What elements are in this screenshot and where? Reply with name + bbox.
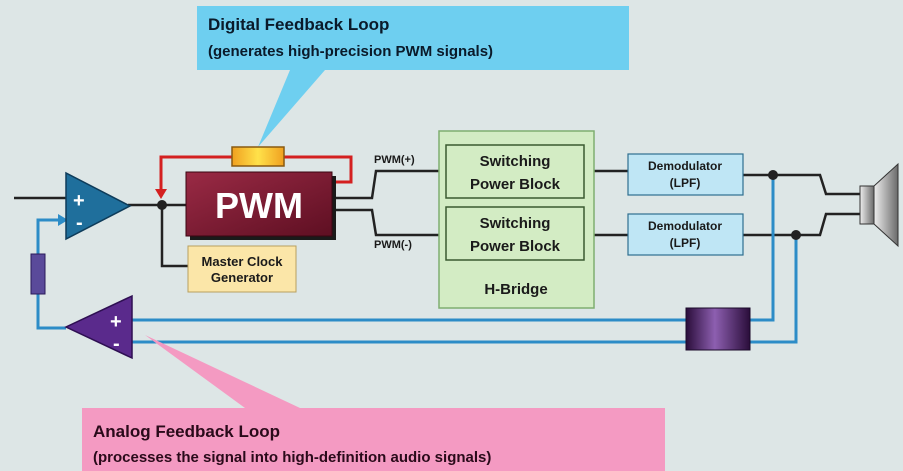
- clock-wire: [160, 205, 188, 268]
- switching-power-block-top: [445, 144, 585, 199]
- speaker-icon: [859, 162, 899, 248]
- junction-dot: [768, 170, 778, 180]
- digital-loop-wire: [159, 155, 353, 190]
- analog-callout-pointer: [145, 335, 300, 408]
- switching-bottom-line1: Switching: [480, 215, 551, 232]
- input-amplifier-triangle: [65, 171, 132, 241]
- feedback-filter-capacitor: [685, 307, 751, 351]
- speaker-cone: [873, 162, 899, 248]
- pwm-block-box: [185, 171, 333, 237]
- feedback-return-arrow: [58, 214, 68, 226]
- demodulator-bottom-line1: Demodulator: [648, 219, 722, 233]
- pwm-block-label: PWM: [215, 185, 303, 226]
- speaker-magnet: [859, 185, 875, 225]
- pwm-block: PWM: [185, 171, 336, 240]
- feedback-amplifier-triangle: [64, 294, 133, 360]
- feedback-top-wire: [130, 175, 775, 322]
- analog-callout-box: [82, 408, 665, 471]
- digital-callout-title: Digital Feedback Loop: [208, 15, 389, 34]
- demodulator-top-line2: (LPF): [670, 176, 701, 190]
- master-clock-box: [187, 245, 297, 293]
- demodulator-bottom: Demodulator (LPF): [627, 213, 744, 256]
- feedback-resistor: [30, 253, 46, 295]
- analog-callout-title: Analog Feedback Loop: [93, 422, 280, 441]
- demod-top-to-speaker-wire: [743, 173, 860, 196]
- demodulator-top-line1: Demodulator: [648, 159, 722, 173]
- digital-loop-arrow: [155, 189, 167, 199]
- demodulator-top-box: [627, 153, 744, 196]
- analog-feedback-callout: Analog Feedback Loop (processes the sign…: [82, 335, 665, 471]
- junction-dot: [157, 200, 167, 210]
- switching-top-line2: Power Block: [470, 176, 561, 193]
- digital-callout-pointer: [258, 70, 325, 147]
- master-clock-line2: Generator: [211, 270, 273, 285]
- switching-power-block-bottom: [445, 206, 585, 261]
- feedback-amplifier-minus: -: [113, 333, 120, 355]
- feedback-bottom-wire: [130, 235, 798, 344]
- digital-loop-resistor: [231, 146, 285, 167]
- junction-dot: [791, 230, 801, 240]
- input-amplifier-plus: +: [73, 190, 85, 212]
- digital-callout-subtitle: (generates high-precision PWM signals): [208, 43, 493, 60]
- switching-top-line1: Switching: [480, 153, 551, 170]
- feedback-amplifier: + -: [64, 294, 133, 360]
- input-amplifier: + -: [65, 171, 132, 241]
- analog-callout-subtitle: (processes the signal into high-definiti…: [93, 449, 491, 466]
- h-bridge-label: H-Bridge: [484, 281, 547, 298]
- feedback-amplifier-plus: +: [110, 311, 122, 333]
- h-bridge: Switching Power Block Switching Power Bl…: [438, 130, 595, 309]
- demod-bottom-to-speaker-wire: [743, 212, 860, 237]
- pwm-plus-wire: [332, 169, 446, 200]
- analog-feedback-wires: [36, 175, 798, 344]
- digital-callout-box: [197, 6, 629, 70]
- demodulator-bottom-box: [627, 213, 744, 256]
- pwm-minus-label: PWM(-): [374, 239, 412, 251]
- junctions: [157, 170, 801, 240]
- pwm-minus-wire: [332, 208, 446, 237]
- switching-bottom-line2: Power Block: [470, 238, 561, 255]
- demodulator-bottom-line2: (LPF): [670, 236, 701, 250]
- demodulator-top: Demodulator (LPF): [627, 153, 744, 196]
- master-clock-line1: Master Clock: [202, 254, 284, 269]
- pwm-plus-label: PWM(+): [374, 154, 415, 166]
- input-amplifier-minus: -: [76, 212, 83, 234]
- digital-loop: [155, 146, 353, 199]
- digital-feedback-callout: Digital Feedback Loop (generates high-pr…: [197, 6, 629, 147]
- master-clock-generator: Master Clock Generator: [187, 245, 297, 293]
